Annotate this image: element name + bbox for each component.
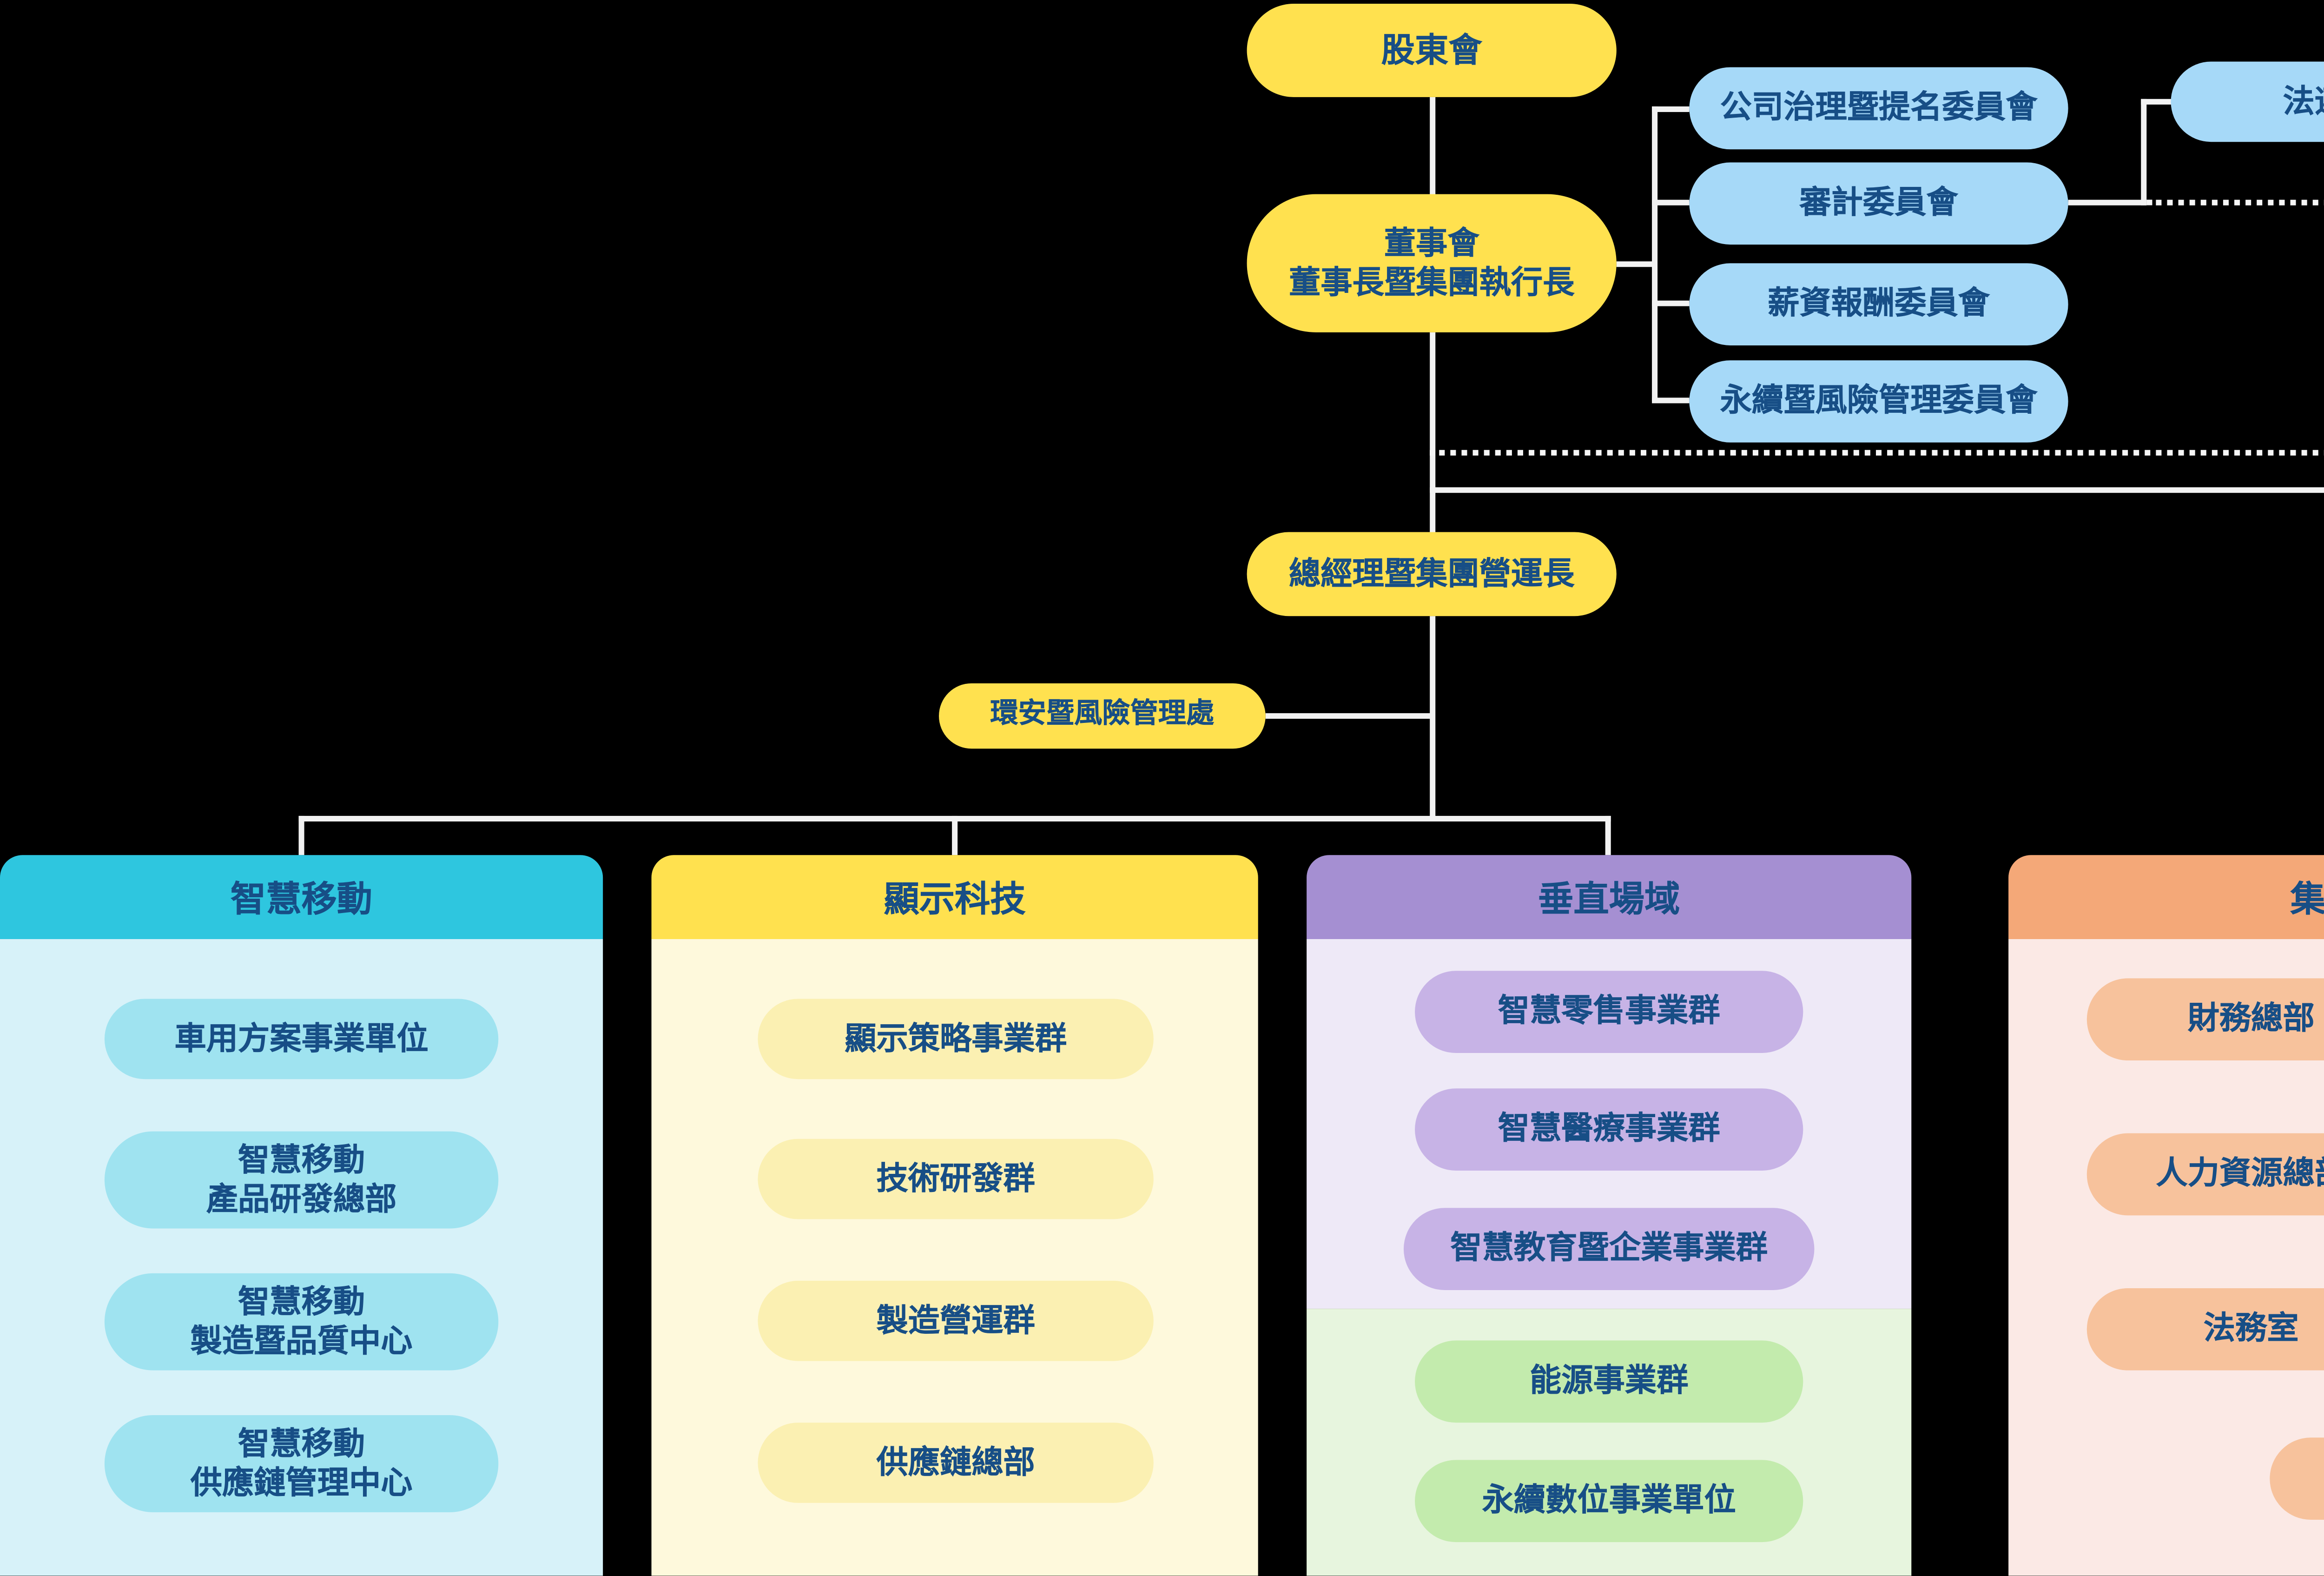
unit-smart-medical: 智慧醫療事業群 [1415,1088,1803,1171]
node-committee-audit: 審計委員會 [1689,162,2068,245]
unit-display-strategy: 顯示策略事業群 [758,999,1154,1079]
dotted-compliance-to-board-line [1430,450,2324,456]
unit-label: 財務總部 [2187,1001,2315,1037]
group-operations-support: 集團營運支援單位 財務總部 數位技術發展總部 人力資源總部 永續發展總部 法務室… [2008,855,2324,1576]
connector-drop-mobility [298,815,304,855]
node-committee-compensation: 薪資報酬委員會 [1689,263,2068,345]
group-title: 垂直場域 [1538,881,1680,920]
connector-president-down [1430,616,1436,821]
unit-finance-hq: 財務總部 [2086,978,2324,1061]
group-operations-support-header: 集團營運支援單位 [2008,855,2324,939]
node-board: 董事會 董事長暨集團執行長 [1247,194,1617,332]
unit-sustainable-digital: 永續數位事業單位 [1415,1460,1803,1543]
unit-label: 智慧移動 產品研發總部 [206,1142,397,1218]
committee-label: 公司治理暨提名委員會 [1720,90,2038,126]
connector-audit-compliance-h [2068,199,2147,205]
node-committee-governance: 公司治理暨提名委員會 [1689,67,2068,150]
unit-human-resources-hq: 人力資源總部 [2086,1133,2324,1216]
connector-audit-compliance-h2 [2141,99,2173,105]
group-display-technology-header: 顯示科技 [651,855,1258,939]
connector-stub-audit [1652,199,1690,205]
connector-shareholders-board [1430,97,1436,198]
unit-mobility-product-rd: 智慧移動 產品研發總部 [104,1131,499,1229]
unit-label: 人力資源總部 [2156,1156,2324,1192]
unit-energy: 能源事業群 [1415,1340,1803,1423]
node-ehs-risk-office: 環安暨風險管理處 [938,683,1266,749]
committee-label: 永續暨風險管理委員會 [1720,383,2038,419]
connector-stub-compensation [1652,300,1690,306]
node-committee-esg-risk: 永續暨風險管理委員會 [1689,360,2068,443]
connector-drop-display [952,815,958,855]
group-title: 集團營運支援單位 [2290,881,2324,920]
connector-audit-compliance-v [2141,99,2147,205]
unit-label: 能源事業群 [1530,1364,1689,1399]
unit-mobility-supply-chain: 智慧移動 供應鏈管理中心 [104,1415,499,1512]
node-shareholders: 股東會 [1247,4,1617,97]
committee-label: 審計委員會 [1799,185,1958,221]
dotted-audit-committee-right [2146,199,2324,205]
unit-label: 技術研發群 [876,1161,1035,1197]
unit-label: 智慧醫療事業群 [1498,1111,1720,1147]
group-display-technology: 顯示科技 顯示策略事業群 技術研發群 製造營運群 供應鏈總部 [651,855,1258,1576]
unit-label: 法務室 [2203,1311,2299,1347]
connector-support-branch-h [1430,487,2324,493]
unit-technology-rd: 技術研發群 [758,1139,1154,1219]
unit-label: 永續數位事業單位 [1482,1483,1736,1519]
connector-committee-bracket [1652,106,1658,402]
group-smart-mobility: 智慧移動 車用方案事業單位 智慧移動 產品研發總部 智慧移動 製造暨品質中心 智… [0,855,603,1576]
connector-board-president [1430,332,1436,534]
unit-label: 智慧移動 製造暨品質中心 [190,1284,413,1359]
node-president: 總經理暨集團營運長 [1247,532,1617,616]
connector-board-bracket [1616,261,1656,267]
connector-stub-governance [1652,106,1690,112]
unit-automotive-solutions: 車用方案事業單位 [104,999,499,1079]
group-title: 智慧移動 [230,881,373,920]
node-president-label: 總經理暨集團營運長 [1288,556,1575,592]
connector-stub-esg-risk [1652,397,1690,404]
node-compliance-advisor: 法遵總顧問 [2171,61,2324,142]
unit-smart-retail: 智慧零售事業群 [1415,971,1803,1053]
node-ehs-risk-office-label: 環安暨風險管理處 [990,698,1215,730]
node-board-label: 董事會 董事長暨集團執行長 [1288,225,1575,301]
group-vertical-domains-header: 垂直場域 [1307,855,1912,939]
unit-manufacturing-ops: 製造營運群 [758,1280,1154,1361]
unit-mobility-mfg-quality: 智慧移動 製造暨品質中心 [104,1273,499,1371]
node-compliance-advisor-label: 法遵總顧問 [2283,84,2324,119]
unit-legal-office: 法務室 [2086,1288,2324,1371]
unit-label: 智慧教育暨企業事業群 [1450,1231,1768,1267]
unit-label: 智慧移動 供應鏈管理中心 [190,1426,413,1501]
unit-smart-education-enterprise: 智慧教育暨企業事業群 [1403,1208,1815,1290]
unit-label: 智慧零售事業群 [1498,993,1720,1030]
unit-label: 車用方案事業單位 [174,1021,429,1057]
committee-label: 薪資報酬委員會 [1768,286,1990,322]
connector-ehs-office [1265,713,1434,719]
unit-label: 供應鏈總部 [876,1444,1035,1481]
group-title: 顯示科技 [884,881,1026,920]
unit-supply-chain-hq: 供應鏈總部 [758,1423,1154,1503]
unit-label: 顯示策略事業群 [845,1021,1067,1057]
connector-drop-vertical [1605,815,1611,855]
group-smart-mobility-header: 智慧移動 [0,855,603,939]
group-vertical-domains: 垂直場域 智慧零售事業群 智慧醫療事業群 智慧教育暨企業事業群 能源事業群 永續… [1307,855,1912,1576]
node-shareholders-label: 股東會 [1381,31,1482,69]
unit-label: 製造營運群 [876,1303,1035,1338]
